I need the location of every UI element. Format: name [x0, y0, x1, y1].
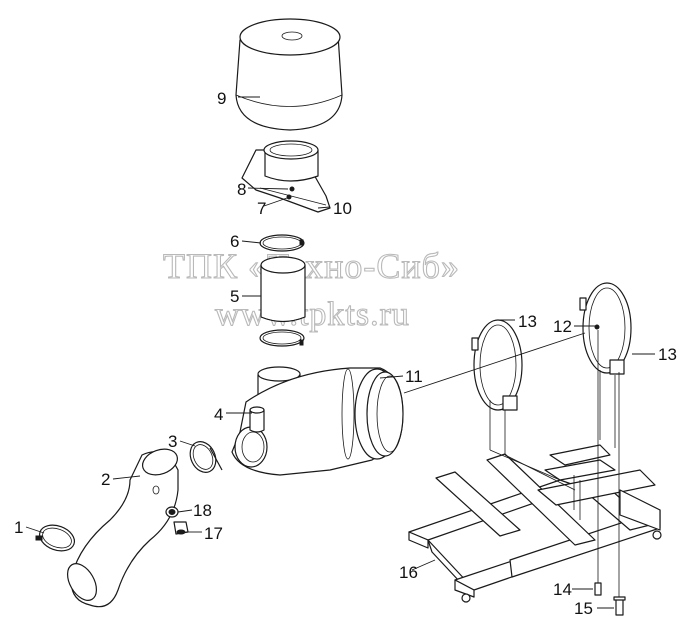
callout-13-upper: 13 [518, 312, 537, 331]
callout-15: 15 [574, 599, 593, 618]
callout-4: 4 [214, 405, 223, 424]
part-bolt-14 [594, 330, 602, 596]
callout-12: 12 [553, 317, 572, 336]
part-bolt-15 [613, 372, 626, 616]
part-rain-cap [235, 18, 343, 131]
callout-9: 9 [217, 89, 226, 108]
callout-18: 18 [193, 501, 212, 520]
callout-2: 2 [101, 470, 110, 489]
callout-5: 5 [230, 287, 239, 306]
callout-11: 11 [405, 367, 423, 386]
part-strap-left [471, 319, 523, 411]
part-bolt-7 [286, 194, 292, 200]
watermark-url: www.tpkts.ru [215, 296, 410, 333]
part-clamp-3 [189, 441, 223, 473]
part-hose [260, 256, 306, 323]
part-nut-8 [289, 186, 295, 192]
part-clamp-1 [35, 524, 76, 552]
callout-3: 3 [168, 432, 177, 451]
callout-1: 1 [14, 518, 23, 537]
callout-14: 14 [553, 580, 572, 599]
watermark-company: ТПК «Техно-Сиб» [163, 246, 460, 286]
callout-17: 17 [204, 524, 223, 543]
part-elbow-pipe [66, 448, 179, 608]
part-clamp-upper [259, 234, 305, 252]
callout-6: 6 [230, 232, 239, 251]
callout-16: 16 [399, 563, 418, 582]
part-inlet-bracket [241, 140, 331, 213]
callout-7: 7 [257, 199, 266, 218]
part-strap-right [579, 282, 632, 375]
callout-8: 8 [237, 180, 246, 199]
callout-10: 10 [333, 199, 352, 218]
part-clamp-lower [259, 329, 305, 347]
callout-13-lower: 13 [658, 345, 677, 364]
part-air-filter [231, 366, 404, 476]
part-support-frame [408, 370, 662, 603]
